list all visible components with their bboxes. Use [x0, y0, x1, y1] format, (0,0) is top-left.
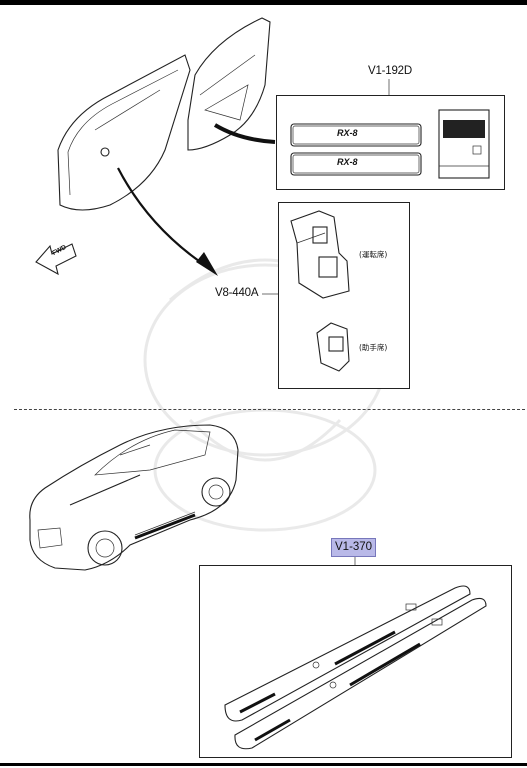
scuff-badge-box: RX-8 RX-8 [276, 95, 505, 190]
passenger-seat-label: (助手席) [359, 343, 388, 352]
badge-lower-text: RX-8 [337, 157, 358, 167]
scuff-badge-artwork [290, 109, 490, 179]
sill-plates-drawing [224, 585, 487, 750]
top-rule [0, 0, 527, 5]
car-drawing [29, 424, 239, 571]
leader-curve-badge [213, 123, 276, 144]
sill-plates-box [199, 565, 512, 758]
fwd-arrow-icon [35, 243, 77, 276]
badge-upper-text: RX-8 [337, 128, 358, 138]
window-switch-box: (運転席) (助手席) [278, 202, 410, 389]
section-divider [14, 409, 525, 410]
door-drawing [57, 17, 271, 211]
bottom-rule [0, 763, 527, 766]
leader-arrowhead-switch [196, 252, 218, 276]
window-switch-artwork [290, 210, 350, 372]
driver-seat-label: (運転席) [359, 250, 388, 259]
callout-scuff-badge: V1-192D [368, 65, 412, 77]
callout-sill-plates: V1-370 [331, 538, 377, 557]
leader-curve-switch [117, 167, 213, 271]
callout-window-switch: V8-440A [215, 287, 259, 299]
